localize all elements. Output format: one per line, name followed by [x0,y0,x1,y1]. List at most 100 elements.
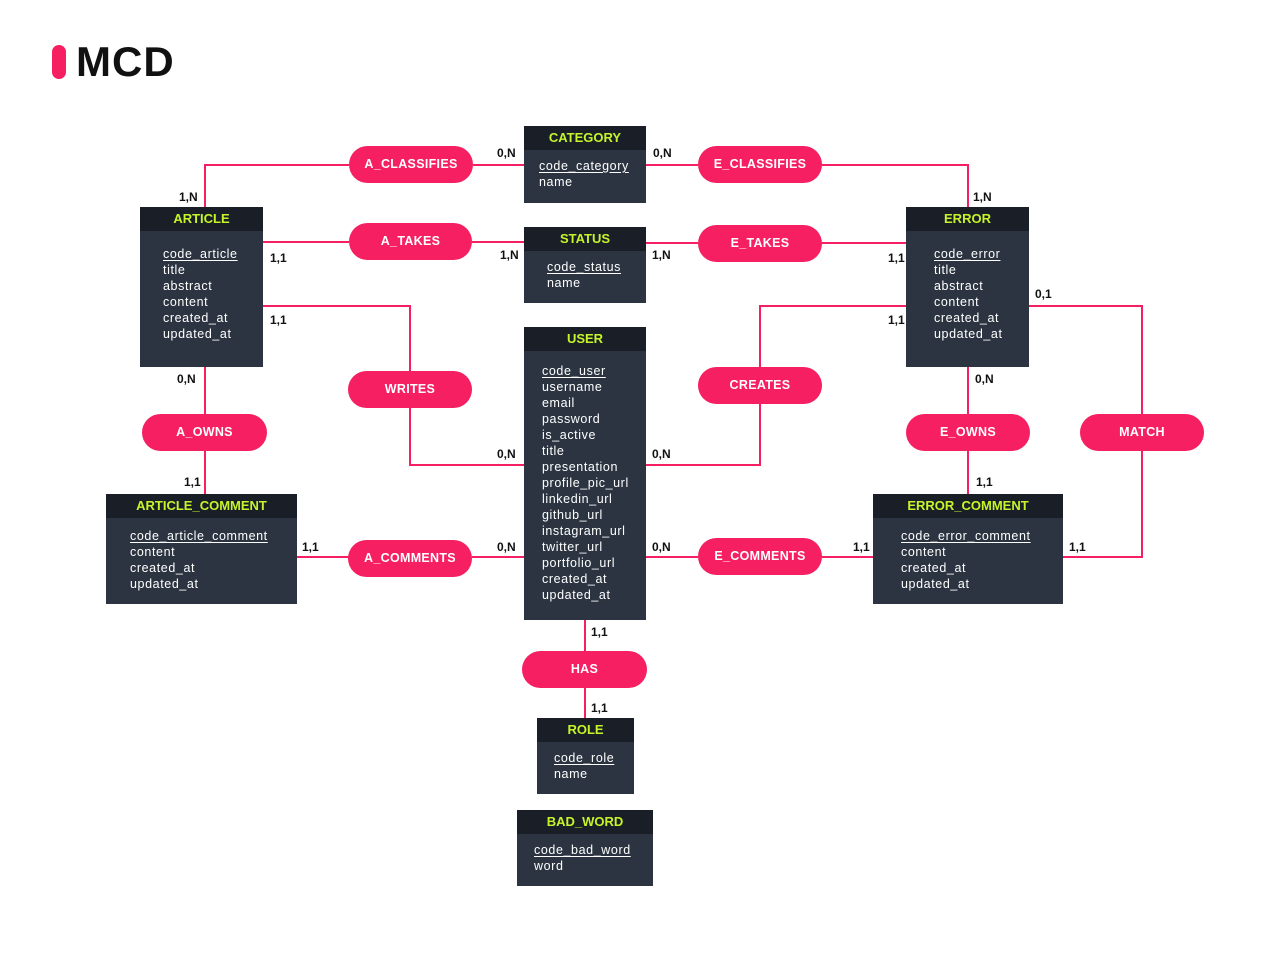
entity-attribute: created_at [542,572,608,586]
association-e-takes: E_TAKES [698,225,822,262]
association-e-comments: E_COMMENTS [698,538,822,575]
entity-attribute: created_at [163,311,229,325]
link-e-classifies-error [822,164,969,207]
entity-attribute: twitter_url [542,540,603,554]
link-error-creates [759,305,906,368]
cardinality-label: 0,N [975,372,994,386]
association-a-comments: A_COMMENTS [348,540,472,577]
cardinality-label: 0,1 [1035,287,1052,301]
cardinality-label: 0,N [497,540,516,554]
link-match-error-comment [1063,450,1143,558]
entity-title: ARTICLE [140,207,263,231]
link-article-a-classifies [204,164,349,207]
entity-attribute: title [934,263,957,277]
entity-title: ERROR [906,207,1029,231]
entity-title: USER [524,327,646,351]
entity-attribute: is_active [542,428,597,442]
entity-attribute: updated_at [934,327,1003,341]
entity-attribute: created_at [934,311,1000,325]
entity-attribute: profile_pic_url [542,476,629,490]
link-error-match [1029,305,1143,414]
entity-attribute: created_at [901,561,967,575]
entity-title: ARTICLE_COMMENT [106,494,297,518]
cardinality-label: 0,N [497,447,516,461]
association-has: HAS [522,651,647,688]
cardinality-label: 0,N [497,146,516,160]
cardinality-label: 1,1 [270,251,287,265]
cardinality-label: 1,N [652,248,671,262]
cardinality-label: 1,1 [853,540,870,554]
cardinality-label: 1,N [973,190,992,204]
logo: MCD [52,40,175,84]
cardinality-label: 0,N [177,372,196,386]
entity-attribute: presentation [542,460,618,474]
association-match: MATCH [1080,414,1204,451]
entity-key-attribute: code_error [934,247,1001,261]
cardinality-label: 1,N [500,248,519,262]
association-a-takes: A_TAKES [349,223,472,260]
entity-attribute: email [542,396,575,410]
cardinality-label: 1,N [179,190,198,204]
entity-attribute: portfolio_url [542,556,616,570]
entity-key-attribute: code_error_comment [901,529,1031,543]
cardinality-label: 1,1 [888,251,905,265]
entity-attribute: word [534,859,564,873]
entity-attribute: updated_at [130,577,199,591]
entity-attribute: updated_at [542,588,611,602]
entity-attribute: password [542,412,601,426]
entity-attribute: github_url [542,508,603,522]
cardinality-label: 1,1 [976,475,993,489]
logo-mark-icon [52,45,66,79]
entity-key-attribute: code_user [542,364,606,378]
entity-attribute: instagram_url [542,524,626,538]
entity-attribute: updated_at [901,577,970,591]
cardinality-label: 0,N [653,146,672,160]
entity-attribute: content [130,545,176,559]
entity-attribute: content [934,295,980,309]
entity-attribute: abstract [163,279,213,293]
entity-key-attribute: code_status [547,260,622,274]
entity-attribute: name [554,767,588,781]
entity-attribute: updated_at [163,327,232,341]
cardinality-label: 1,1 [591,701,608,715]
link-article-writes [263,305,411,371]
entity-key-attribute: code_category [539,159,629,173]
logo-text: MCD [76,38,175,85]
entity-attribute: name [547,276,581,290]
entity-title: ROLE [537,718,634,742]
link-writes-user [409,407,524,466]
entity-attribute: name [539,175,573,189]
cardinality-label: 1,1 [270,313,287,327]
entity-key-attribute: code_article_comment [130,529,268,543]
entity-key-attribute: code_article [163,247,238,261]
cardinality-label: 0,N [652,447,671,461]
entity-title: STATUS [524,227,646,251]
entity-key-attribute: code_role [554,751,615,765]
association-creates: CREATES [698,367,822,404]
entity-attribute: content [163,295,209,309]
cardinality-label: 1,1 [591,625,608,639]
cardinality-label: 1,1 [1069,540,1086,554]
entity-attribute: abstract [934,279,984,293]
entity-key-attribute: code_bad_word [534,843,631,857]
entity-title: CATEGORY [524,126,646,150]
cardinality-label: 0,N [652,540,671,554]
entity-title: ERROR_COMMENT [873,494,1063,518]
